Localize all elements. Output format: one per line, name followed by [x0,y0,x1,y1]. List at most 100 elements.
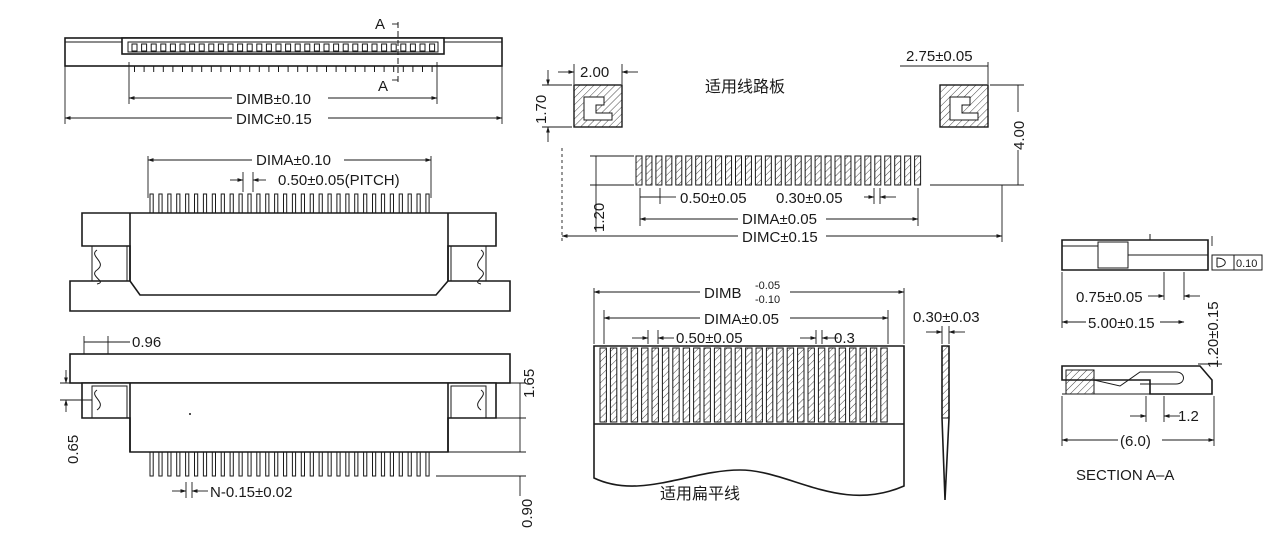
pcb-pad [794,155,802,186]
top-view-tooth [246,43,253,52]
pcb-pad [675,155,683,186]
ffc-finger [724,347,732,423]
top-view-tooth [419,43,426,52]
bottom-view-pin [407,451,412,477]
ffc-finger [620,347,628,423]
front-view-pin [389,193,394,215]
bottom-view-pin [274,451,279,477]
bottom-view-pin [167,451,172,477]
dim-12-label: 1.2 [1178,408,1199,425]
n-width-label: N-0.15±0.02 [210,484,292,501]
bottom-view-pin [363,451,368,477]
bottom-view-pin [247,451,252,477]
top-view-tooth [275,43,282,52]
pcb-pad [695,155,703,186]
front-view-pin [398,193,403,215]
ffc-dimb-label: DIMB [704,285,742,302]
bottom-view-pin [425,451,430,477]
ffc-finger [599,347,607,423]
top-view-tooth [217,43,224,52]
bottom-view-pin [318,451,323,477]
top-view-tooth [131,43,138,52]
pad-height-label: 1.70 [533,95,550,124]
ffc-dimb-upper: -0.05 [755,280,780,292]
ffc-finger [869,347,878,423]
bottom-view-pin [202,451,208,477]
ffc-finger [609,347,618,423]
front-view-pin [265,193,270,215]
front-view-pins [149,193,430,215]
pcb-pad [814,155,822,186]
top-view-tooth [400,43,407,52]
dimb-top-label: DIMB±0.10 [236,91,311,108]
top-view-tooth [256,43,263,52]
top-view-tooth [294,43,301,52]
ffc-finger [786,347,795,423]
top-view-tooth [208,43,215,52]
bottom-view-pins [149,451,430,477]
ffc-finger [755,347,763,423]
pcb-pad [874,155,882,186]
pcb-dima-label: DIMA±0.05 [742,211,817,228]
ffc-finger [693,347,701,423]
top-view-tooth [141,43,148,52]
pcb-pad [774,155,782,186]
ffc-finger [630,347,639,423]
front-view-pin [283,193,288,215]
dim-075-label: 0.75±0.05 [1076,289,1143,306]
top-view-tooth [361,43,368,52]
ffc-finger [765,347,774,423]
dimc-top-label: DIMC±0.15 [236,111,312,128]
front-view-pin [185,193,190,215]
bottom-view-pin [291,451,297,477]
pcb-pad [715,155,723,186]
pcb-pad [735,155,742,186]
front-view-pin [372,193,377,215]
bottom-view-pin [389,451,394,477]
front-view-pin [274,193,279,215]
front-view-pin [336,193,341,215]
ffc-cable: DIMB -0.05 -0.10 DIMA±0.05 0.50±0.05 0.3… [593,280,980,503]
bottom-view-pin [398,451,403,477]
bottom-view-pin [256,451,261,477]
top-view-tooth [150,43,157,52]
ffc-finger [828,347,836,423]
pcb-pad [864,155,872,186]
front-view-pin [149,193,154,215]
ffc-finger [880,347,888,423]
dim-120-label: 1.20 [591,203,608,232]
front-view-pin [220,193,225,215]
pcb-pad [884,155,892,186]
pcb-pad [844,155,852,186]
front-view-pin [309,193,314,215]
ffc-finger [859,347,867,423]
ffc-finger [838,347,847,423]
front-view-pin [238,193,243,215]
ffc-finger [651,347,659,423]
bottom-view-pin [336,451,341,477]
top-view-tooth [381,43,388,52]
ffc-finger [713,347,722,423]
front-view-pin [300,193,305,215]
top-view-tooth [189,43,196,52]
top-view-teeth [131,43,436,52]
pcb-title: 适用线路板 [705,77,785,96]
bottom-view-pin [229,451,234,477]
front-view-pin [256,193,261,215]
pcb-pitch-label: 0.50±0.05 [680,190,747,207]
dim-165-label: 1.65 [521,369,538,398]
top-view-pins [134,66,433,72]
front-view-pin [327,193,332,215]
front-view-pin [202,193,208,215]
bottom-view-pin [327,451,332,477]
pcb-pad [655,155,663,186]
front-view-pin [345,193,350,215]
top-view-tooth [390,43,397,52]
pcb-footprint: 2.00 1.70 适用线路板 2.75±0.05 4.00 1.20 0.50… [533,48,1028,246]
pcb-pad [744,155,752,186]
top-view-tooth [333,43,340,52]
front-view-pin [407,193,412,215]
front-view-pin [247,193,252,215]
ffc-finger [776,347,784,423]
bottom-view-pin [380,451,386,477]
